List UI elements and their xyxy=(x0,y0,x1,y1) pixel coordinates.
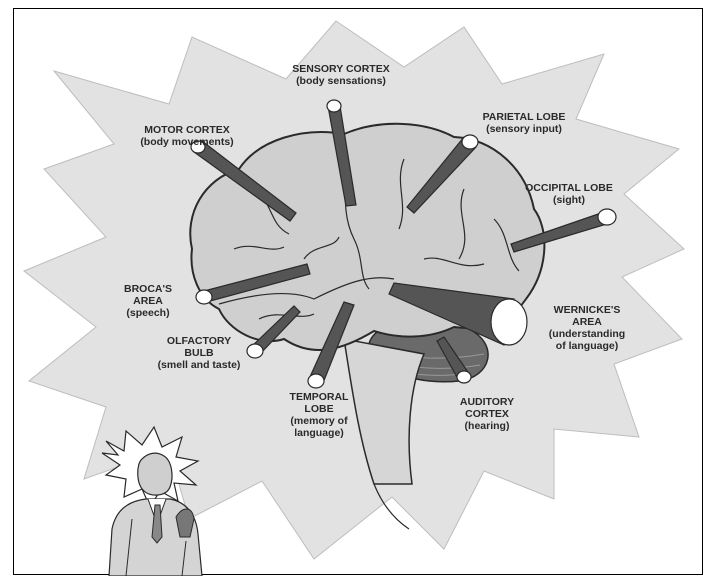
label-desc: (body movements) xyxy=(132,136,242,148)
label-title-line1: TEMPORAL xyxy=(276,391,362,403)
label-title-line2: CORTEX xyxy=(444,408,530,420)
label-desc: (hearing) xyxy=(444,420,530,432)
label-desc: (smell and taste) xyxy=(144,359,254,371)
label-desc: (sensory input) xyxy=(469,123,579,135)
label-title-line2: AREA xyxy=(112,295,184,307)
label-title: SENSORY CORTEX xyxy=(286,63,396,75)
label-motor-cortex: MOTOR CORTEX (body movements) xyxy=(132,124,242,148)
label-desc: (speech) xyxy=(112,307,184,319)
label-title-line1: BROCA'S xyxy=(112,283,184,295)
label-title-line1: AUDITORY xyxy=(444,396,530,408)
label-wernickes-area: WERNICKE'S AREA (understanding of langua… xyxy=(534,304,640,352)
label-desc-line2: of language) xyxy=(534,340,640,352)
label-occipital-lobe: OCCIPITAL LOBE (sight) xyxy=(514,182,624,206)
label-desc-line2: language) xyxy=(276,427,362,439)
label-title: MOTOR CORTEX xyxy=(132,124,242,136)
label-auditory-cortex: AUDITORY CORTEX (hearing) xyxy=(444,396,530,432)
label-title-line2: AREA xyxy=(534,316,640,328)
label-title-line1: WERNICKE'S xyxy=(534,304,640,316)
label-parietal-lobe: PARIETAL LOBE (sensory input) xyxy=(469,111,579,135)
label-desc-line1: (memory of xyxy=(276,415,362,427)
label-sensory-cortex: SENSORY CORTEX (body sensations) xyxy=(286,63,396,87)
label-title: PARIETAL LOBE xyxy=(469,111,579,123)
label-temporal-lobe: TEMPORAL LOBE (memory of language) xyxy=(276,391,362,439)
label-desc: (sight) xyxy=(514,194,624,206)
label-title-line2: BULB xyxy=(144,347,254,359)
label-title-line1: OLFACTORY xyxy=(144,335,254,347)
label-desc-line1: (understanding xyxy=(534,328,640,340)
label-brocas-area: BROCA'S AREA (speech) xyxy=(112,283,184,319)
figure-frame: SENSORY CORTEX (body sensations) MOTOR C… xyxy=(13,8,703,575)
label-title-line2: LOBE xyxy=(276,403,362,415)
label-desc: (body sensations) xyxy=(286,75,396,87)
label-title: OCCIPITAL LOBE xyxy=(514,182,624,194)
label-olfactory-bulb: OLFACTORY BULB (smell and taste) xyxy=(144,335,254,371)
